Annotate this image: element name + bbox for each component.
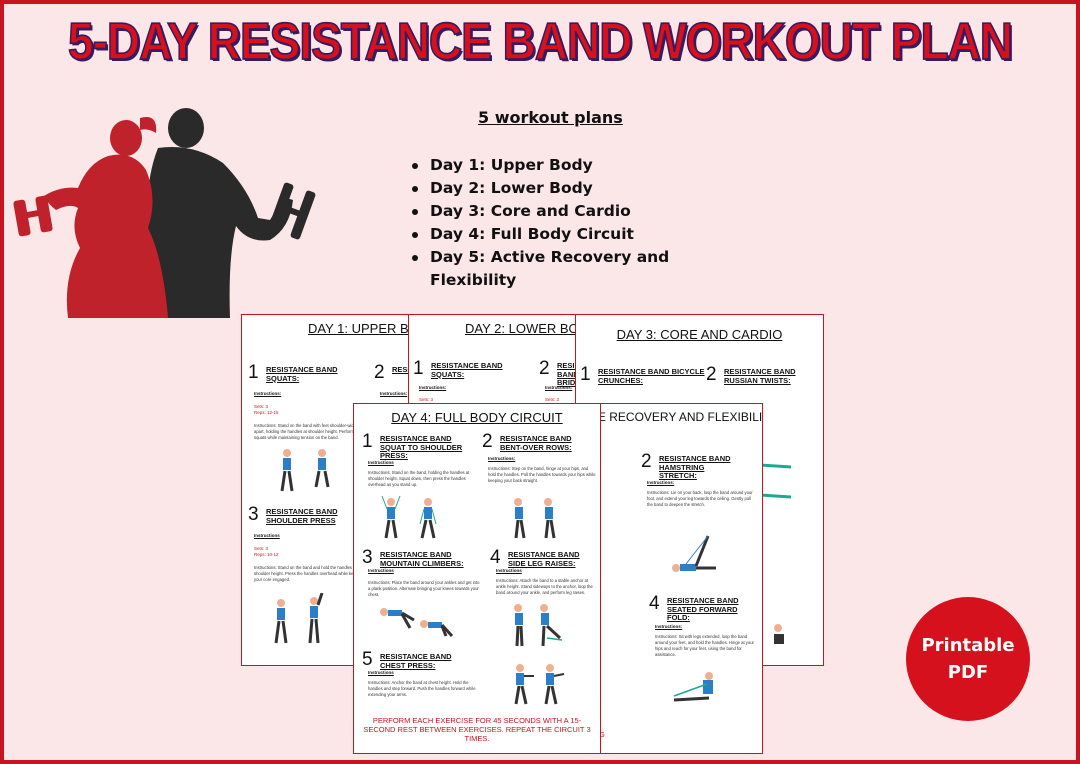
- exercise-name: RESISTANCE BAND SHOULDER PRESS: [266, 507, 338, 525]
- exercise-name: RESISTANCE BAND RUSSIAN TWISTS:: [724, 367, 796, 385]
- day4-sheet: DAY 4: FULL BODY CIRCUIT 1 RESISTANCE BA…: [353, 403, 601, 754]
- exercise-name: RESISTANCE BAND SEATED FORWARD FOLD:: [667, 596, 739, 622]
- sets-text: Sets: 3: [254, 404, 269, 409]
- exercise-number: 2: [374, 362, 385, 383]
- exercise-number: 1: [362, 431, 373, 452]
- exercise-name: RESISTANCE BAND BENT-OVER ROWS:: [500, 434, 572, 452]
- plan-item: Day 5: Active Recovery and Flexibility: [412, 246, 690, 292]
- exercise-name: RESISTANCE BAND SIDE LEG RAISES:: [508, 550, 580, 568]
- sheet-footer: PERFORM EACH EXERCISE FOR 45 SECONDS WIT…: [363, 716, 591, 743]
- instructions-label: Instructions:: [419, 385, 447, 390]
- exercise-number: 3: [248, 504, 259, 525]
- fitness-silhouette-illustration: [13, 108, 316, 318]
- day5-sheet: DAY 5: ACTIVE RECOVERY AND FLEXIBILITY 1…: [590, 403, 763, 754]
- exercise-number: 2: [706, 364, 717, 385]
- instructions-label: Instructions:: [655, 624, 683, 629]
- exercise-figure: [514, 664, 565, 705]
- exercise-number: 5: [362, 649, 373, 670]
- exercise-name: RESISTANCE BAND BRIDGES:: [557, 361, 587, 387]
- plans-list: Day 1: Upper Body Day 2: Lower Body Day …: [412, 154, 690, 292]
- plan-item: Day 3: Core and Cardio: [412, 200, 690, 223]
- instructions-text: Instructions: Place the band around your…: [368, 580, 480, 597]
- exercise-name: RESISTANCE BAND SQUATS:: [266, 365, 338, 383]
- exercise-figure: [381, 495, 437, 539]
- printable-pdf-badge: Printable PDF: [906, 597, 1030, 721]
- exercise-figure: [274, 593, 324, 644]
- sets-text: Sets: 3: [419, 397, 434, 402]
- sheet-title: DAY 2: LOWER BODY: [465, 321, 588, 336]
- exercise-name: RESISTANCE BAND SQUATS:: [431, 361, 503, 379]
- exercise-name: RESISTANCE BAND BICYCLE CRUNCHES:: [598, 367, 705, 385]
- exercise-figure: [514, 604, 563, 647]
- exercise-figure: [673, 672, 713, 702]
- exercise-figure: [280, 449, 330, 492]
- exercise-name: RESISTANCE BAND SQUAT TO SHOULDER PRESS:: [380, 434, 463, 460]
- instructions-label: Instructions: [368, 670, 394, 675]
- exercise-figure: [761, 463, 792, 499]
- plan-item: Day 4: Full Body Circuit: [412, 223, 690, 246]
- instructions-label: Instructions: [368, 568, 394, 573]
- instructions-label: Instructions: [254, 533, 280, 538]
- instructions-text: Instructions: Step on the band, hinge at…: [488, 466, 596, 483]
- exercise-number: 1: [413, 358, 424, 379]
- exercise-figure: [380, 608, 454, 638]
- instructions-label: Instructions: [368, 460, 394, 465]
- sheet-title: DAY 4: FULL BODY CIRCUIT: [391, 410, 563, 425]
- instructions-text: Instructions: Anchor the band at chest h…: [368, 680, 476, 697]
- plan-item: Day 2: Lower Body: [412, 177, 690, 200]
- exercise-figure: [774, 624, 784, 644]
- sheet-title: DAY 1: UPPER BODY: [308, 321, 436, 336]
- badge-line-2: PDF: [947, 662, 989, 683]
- plan-item: Day 1: Upper Body: [412, 154, 690, 177]
- instructions-text: Instructions: Stand on the band with fee…: [254, 423, 358, 440]
- instructions-label: Instructions:: [545, 385, 573, 390]
- sets-text: Sets: 3: [545, 397, 560, 402]
- instructions-text: Instructions: Attach the band to a stabl…: [496, 578, 593, 595]
- exercise-figure: [514, 498, 556, 539]
- exercise-number: 3: [362, 547, 373, 568]
- exercise-number: 1: [248, 362, 259, 383]
- instructions-label: Instructions:: [488, 456, 516, 461]
- page-title: 5-DAY RESISTANCE BAND WORKOUT PLAN: [67, 11, 1014, 71]
- badge-line-1: Printable: [921, 635, 1015, 656]
- exercise-number: 2: [641, 451, 652, 472]
- instructions-text: Instructions: Stand on the band, holding…: [368, 470, 470, 487]
- instructions-label: Instructions:: [647, 480, 675, 485]
- exercise-name: RESISTANCE BAND HAMSTRING STRETCH:: [659, 454, 731, 480]
- sheet-title: DAY 3: CORE AND CARDIO: [616, 327, 783, 342]
- exercise-number: 2: [539, 358, 550, 379]
- instructions-label: Instructions:: [380, 391, 408, 396]
- plans-heading: 5 workout plans: [478, 108, 623, 127]
- instructions-text: Instructions: Sit with legs extended, lo…: [655, 634, 754, 657]
- reps-text: Reps: 12-15: [254, 410, 279, 415]
- exercise-figure: [672, 535, 716, 572]
- instructions-label: Instructions: [496, 568, 522, 573]
- exercise-name: RESISTANCE BAND MOUNTAIN CLIMBERS:: [380, 550, 464, 568]
- instructions-text: Instructions: Lie on your back, loop the…: [647, 490, 753, 507]
- instructions-label: Instructions:: [254, 391, 282, 396]
- instructions-text: Instructions: Stand on the band and hold…: [254, 565, 364, 582]
- sets-text: Sets: 3: [254, 546, 269, 551]
- reps-text: Reps: 10-12: [254, 552, 279, 557]
- exercise-number: 1: [580, 364, 591, 385]
- exercise-number: 4: [649, 593, 660, 614]
- exercise-name: RESISTANCE BAND CHEST PRESS:: [380, 652, 452, 670]
- exercise-number: 2: [482, 431, 493, 452]
- sheet-title: DAY 5: ACTIVE RECOVERY AND FLEXIBILITY: [591, 410, 763, 424]
- exercise-number: 4: [490, 547, 501, 568]
